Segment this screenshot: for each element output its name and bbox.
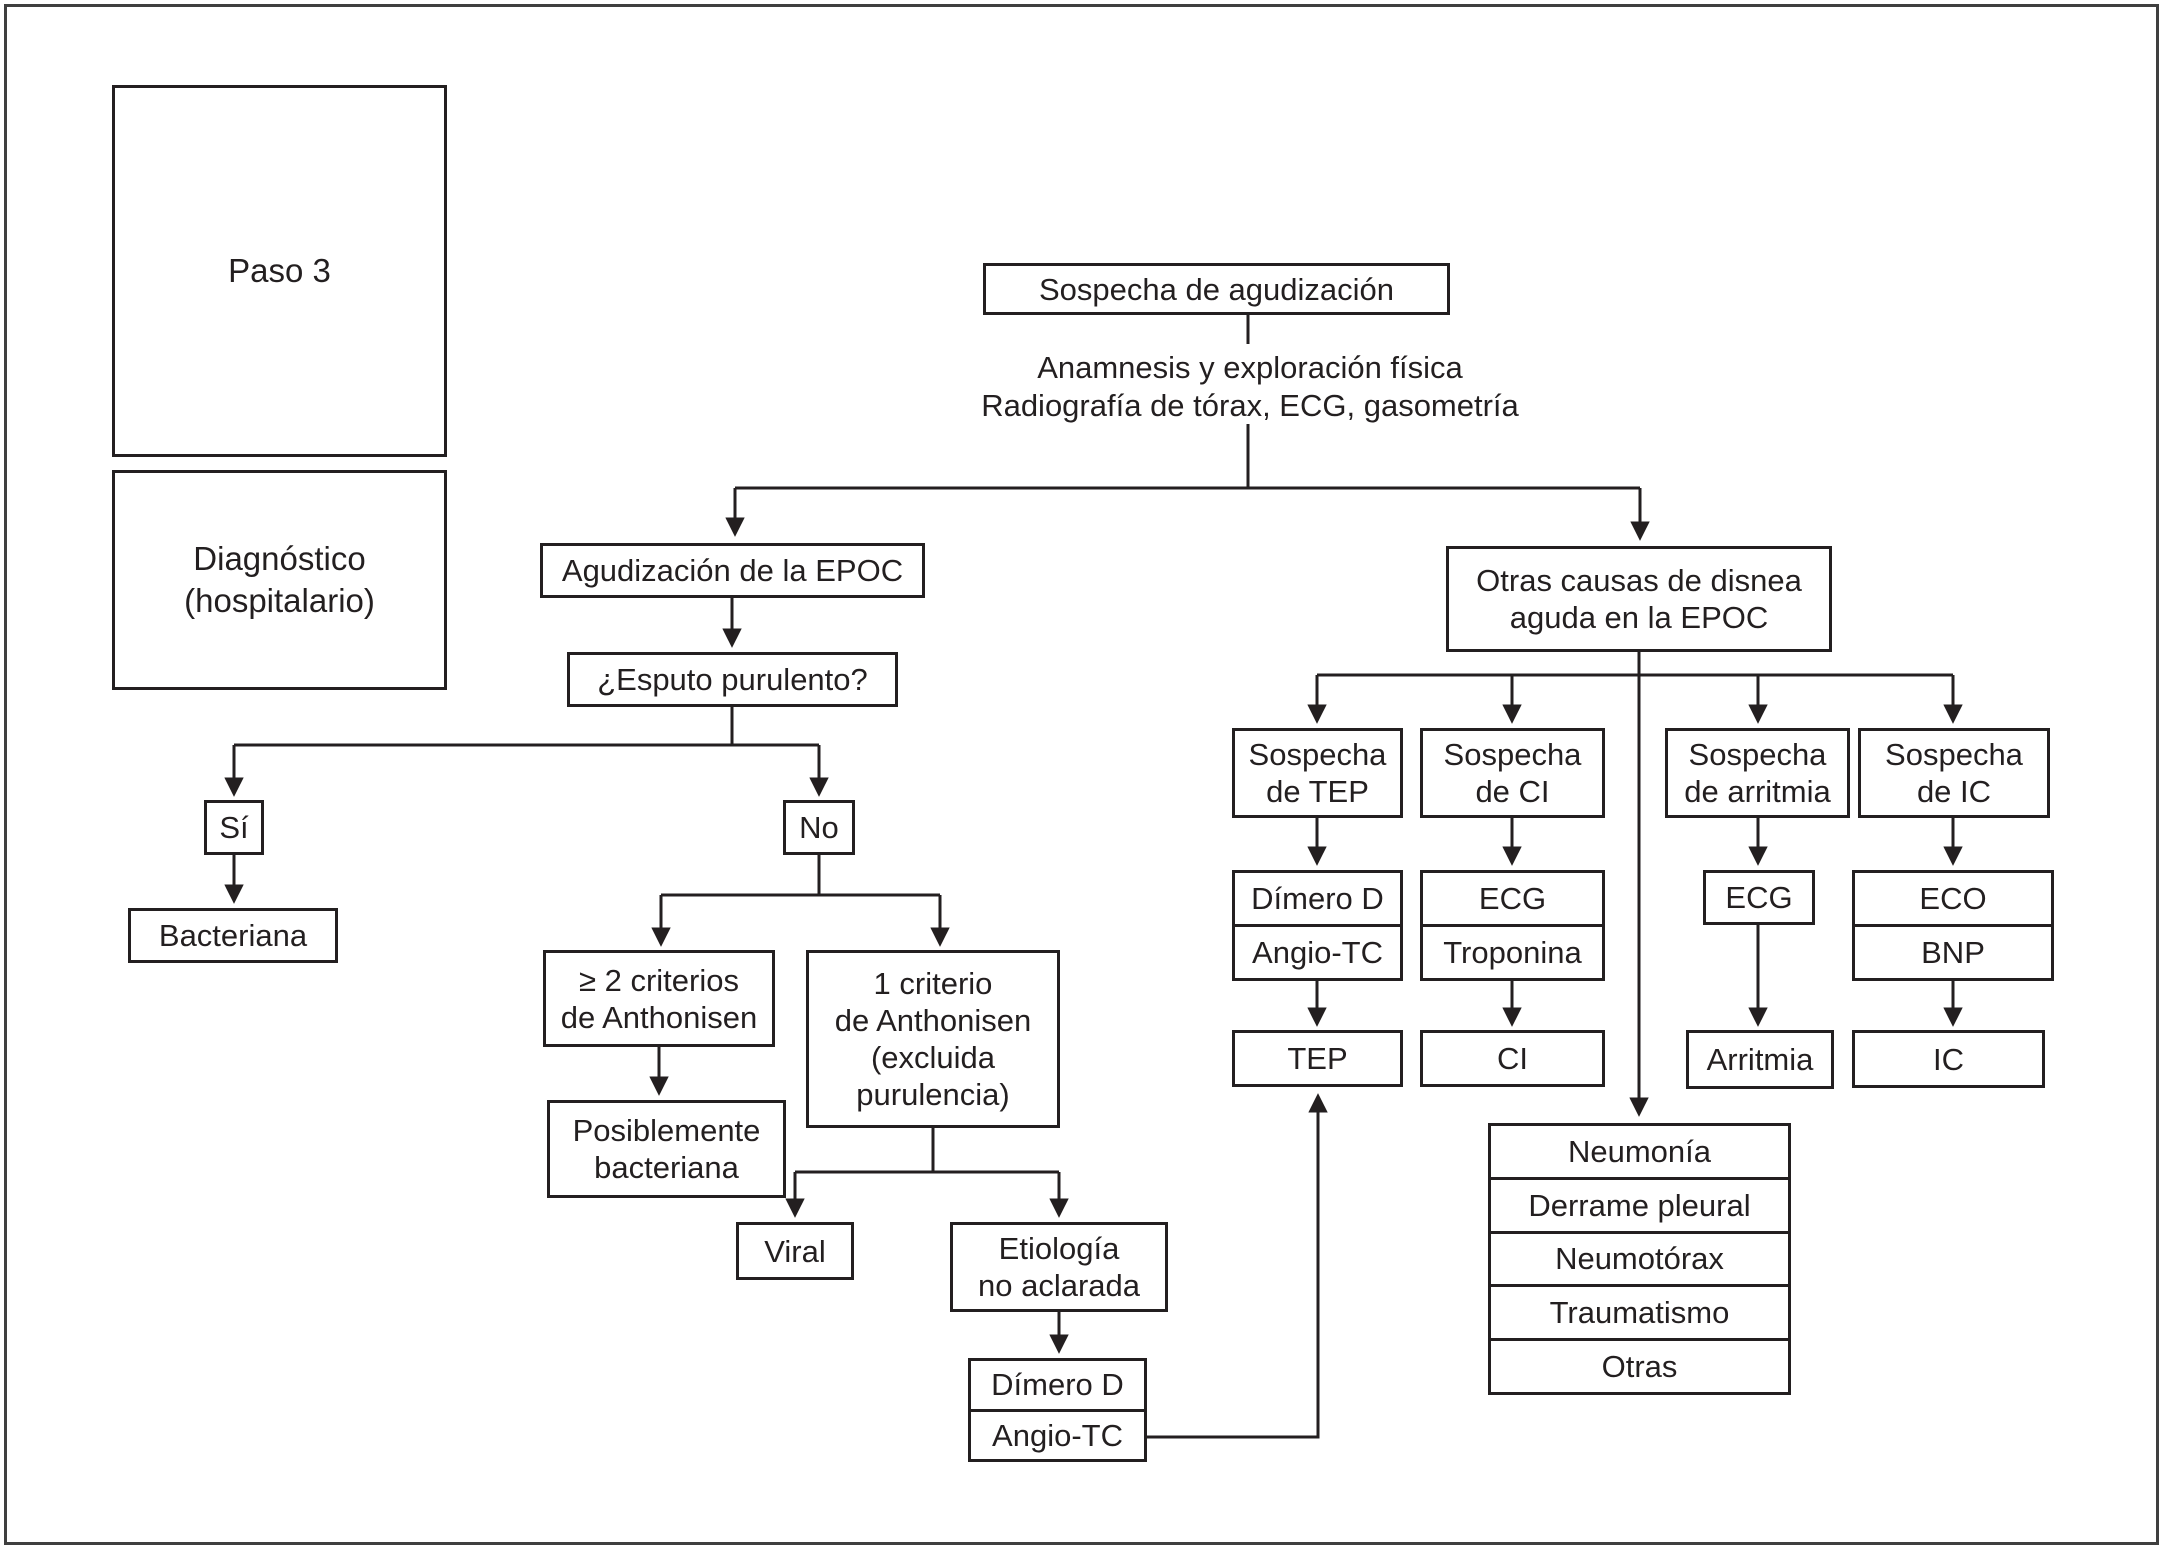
node-tep-result: TEP [1232,1030,1403,1087]
node-angio-tc: Angio-TC [1235,924,1400,978]
flow-line [234,707,819,747]
node-sospecha-arritmia: Sospecha de arritmia [1665,728,1850,818]
node-2-criterios-anthonisen: ≥ 2 criterios de Anthonisen [543,950,775,1047]
flow-line [795,1128,1059,1174]
node-bacteriana: Bacteriana [128,908,338,963]
list-item-neumotorax: Neumotórax [1491,1230,1788,1285]
node-label: Sospecha de TEP [1248,737,1387,809]
node-arritmia-result: Arritmia [1686,1030,1834,1089]
list-item-otras: Otras [1491,1338,1788,1392]
node-label: Bacteriana [158,918,308,953]
node-otras-causas-disnea: Otras causas de disnea aguda en la EPOC [1446,546,1832,652]
node-sospecha-agudizacion: Sospecha de agudización [983,263,1450,315]
node-troponina: Troponina [1423,924,1602,978]
node-ecg: ECG [1478,881,1547,916]
node-esputo-purulento: ¿Esputo purulento? [567,652,898,707]
node-no: No [783,800,855,855]
node-label: Otras causas de disnea aguda en la EPOC [1476,563,1802,635]
legend-diagnostico-label: Diagnóstico (hospitalario) [184,540,375,619]
node-label: CI [1497,1041,1528,1076]
node-eco: ECO [1919,881,1987,916]
list-item-derrame-pleural: Derrame pleural [1491,1176,1788,1231]
node-label: Sospecha de CI [1443,737,1582,809]
note-line-2: Radiografía de tórax, ECG, gasometría [981,388,1519,423]
node-tests-ci: ECG Troponina [1420,870,1605,981]
node-agudizacion-epoc: Agudización de la EPOC [540,543,925,598]
node-etiologia-no-aclarada: Etiología no aclarada [950,1222,1168,1312]
node-dimero-angiotc-izq: Dímero D Angio-TC [968,1358,1147,1462]
node-ecg-arritmia: ECG [1703,870,1815,925]
node-label: ≥ 2 criterios de Anthonisen [560,962,758,1035]
node-label: Sospecha de arritmia [1684,737,1831,809]
list-item-neumonia: Neumonía [1567,1133,1712,1169]
node-label: Etiología no aclarada [977,1231,1140,1303]
legend-diagnostico-box: Diagnóstico (hospitalario) [112,470,447,690]
node-si: Sí [204,800,264,855]
node-label: ¿Esputo purulento? [597,662,868,697]
node-label: No [799,810,839,845]
node-posiblemente-bacteriana: Posiblemente bacteriana [547,1100,786,1198]
node-label: 1 criterio de Anthonisen (excluida purul… [834,966,1032,1112]
note-anamnesis: Anamnesis y exploración física Radiograf… [900,348,1600,426]
legend-paso-label: Paso 3 [228,252,331,289]
node-label: ECG [1725,880,1793,915]
node-label: Agudización de la EPOC [561,553,904,588]
node-viral: Viral [736,1222,854,1280]
node-sospecha-ic: Sospecha de IC [1858,728,2050,818]
node-label: Sospecha de IC [1885,737,2023,809]
node-label: TEP [1287,1041,1348,1076]
legend-paso-box: Paso 3 [112,85,447,457]
node-ic-result: IC [1852,1030,2045,1088]
node-1-criterio-anthonisen: 1 criterio de Anthonisen (excluida purul… [806,950,1060,1128]
node-label: IC [1933,1041,1964,1077]
list-item-traumatismo: Traumatismo [1491,1284,1788,1338]
node-label: Viral [764,1233,826,1269]
node-label: Posiblemente bacteriana [572,1113,761,1185]
node-label: Sospecha de agudización [1038,271,1395,307]
flow-arrow [1147,1093,1328,1439]
node-dimero-d: Dímero D [1251,881,1384,916]
node-angio-tc: Angio-TC [971,1408,1144,1460]
node-otras-causas-lista: Neumonía Derrame pleural Neumotórax Trau… [1488,1123,1791,1395]
flow-line [661,855,940,897]
flow-line [735,424,1640,490]
node-tests-tep: Dímero D Angio-TC [1232,870,1403,981]
node-label: Arritmia [1706,1042,1814,1077]
note-line-1: Anamnesis y exploración física [1037,350,1463,385]
node-dimero-d: Dímero D [991,1367,1124,1403]
node-bnp: BNP [1855,924,2051,978]
figure-border [4,4,2159,1545]
node-sospecha-ci: Sospecha de CI [1420,728,1605,818]
node-ci-result: CI [1420,1030,1605,1087]
node-tests-ic: ECO BNP [1852,870,2054,981]
node-sospecha-tep: Sospecha de TEP [1232,728,1403,818]
node-label: Sí [219,810,249,845]
